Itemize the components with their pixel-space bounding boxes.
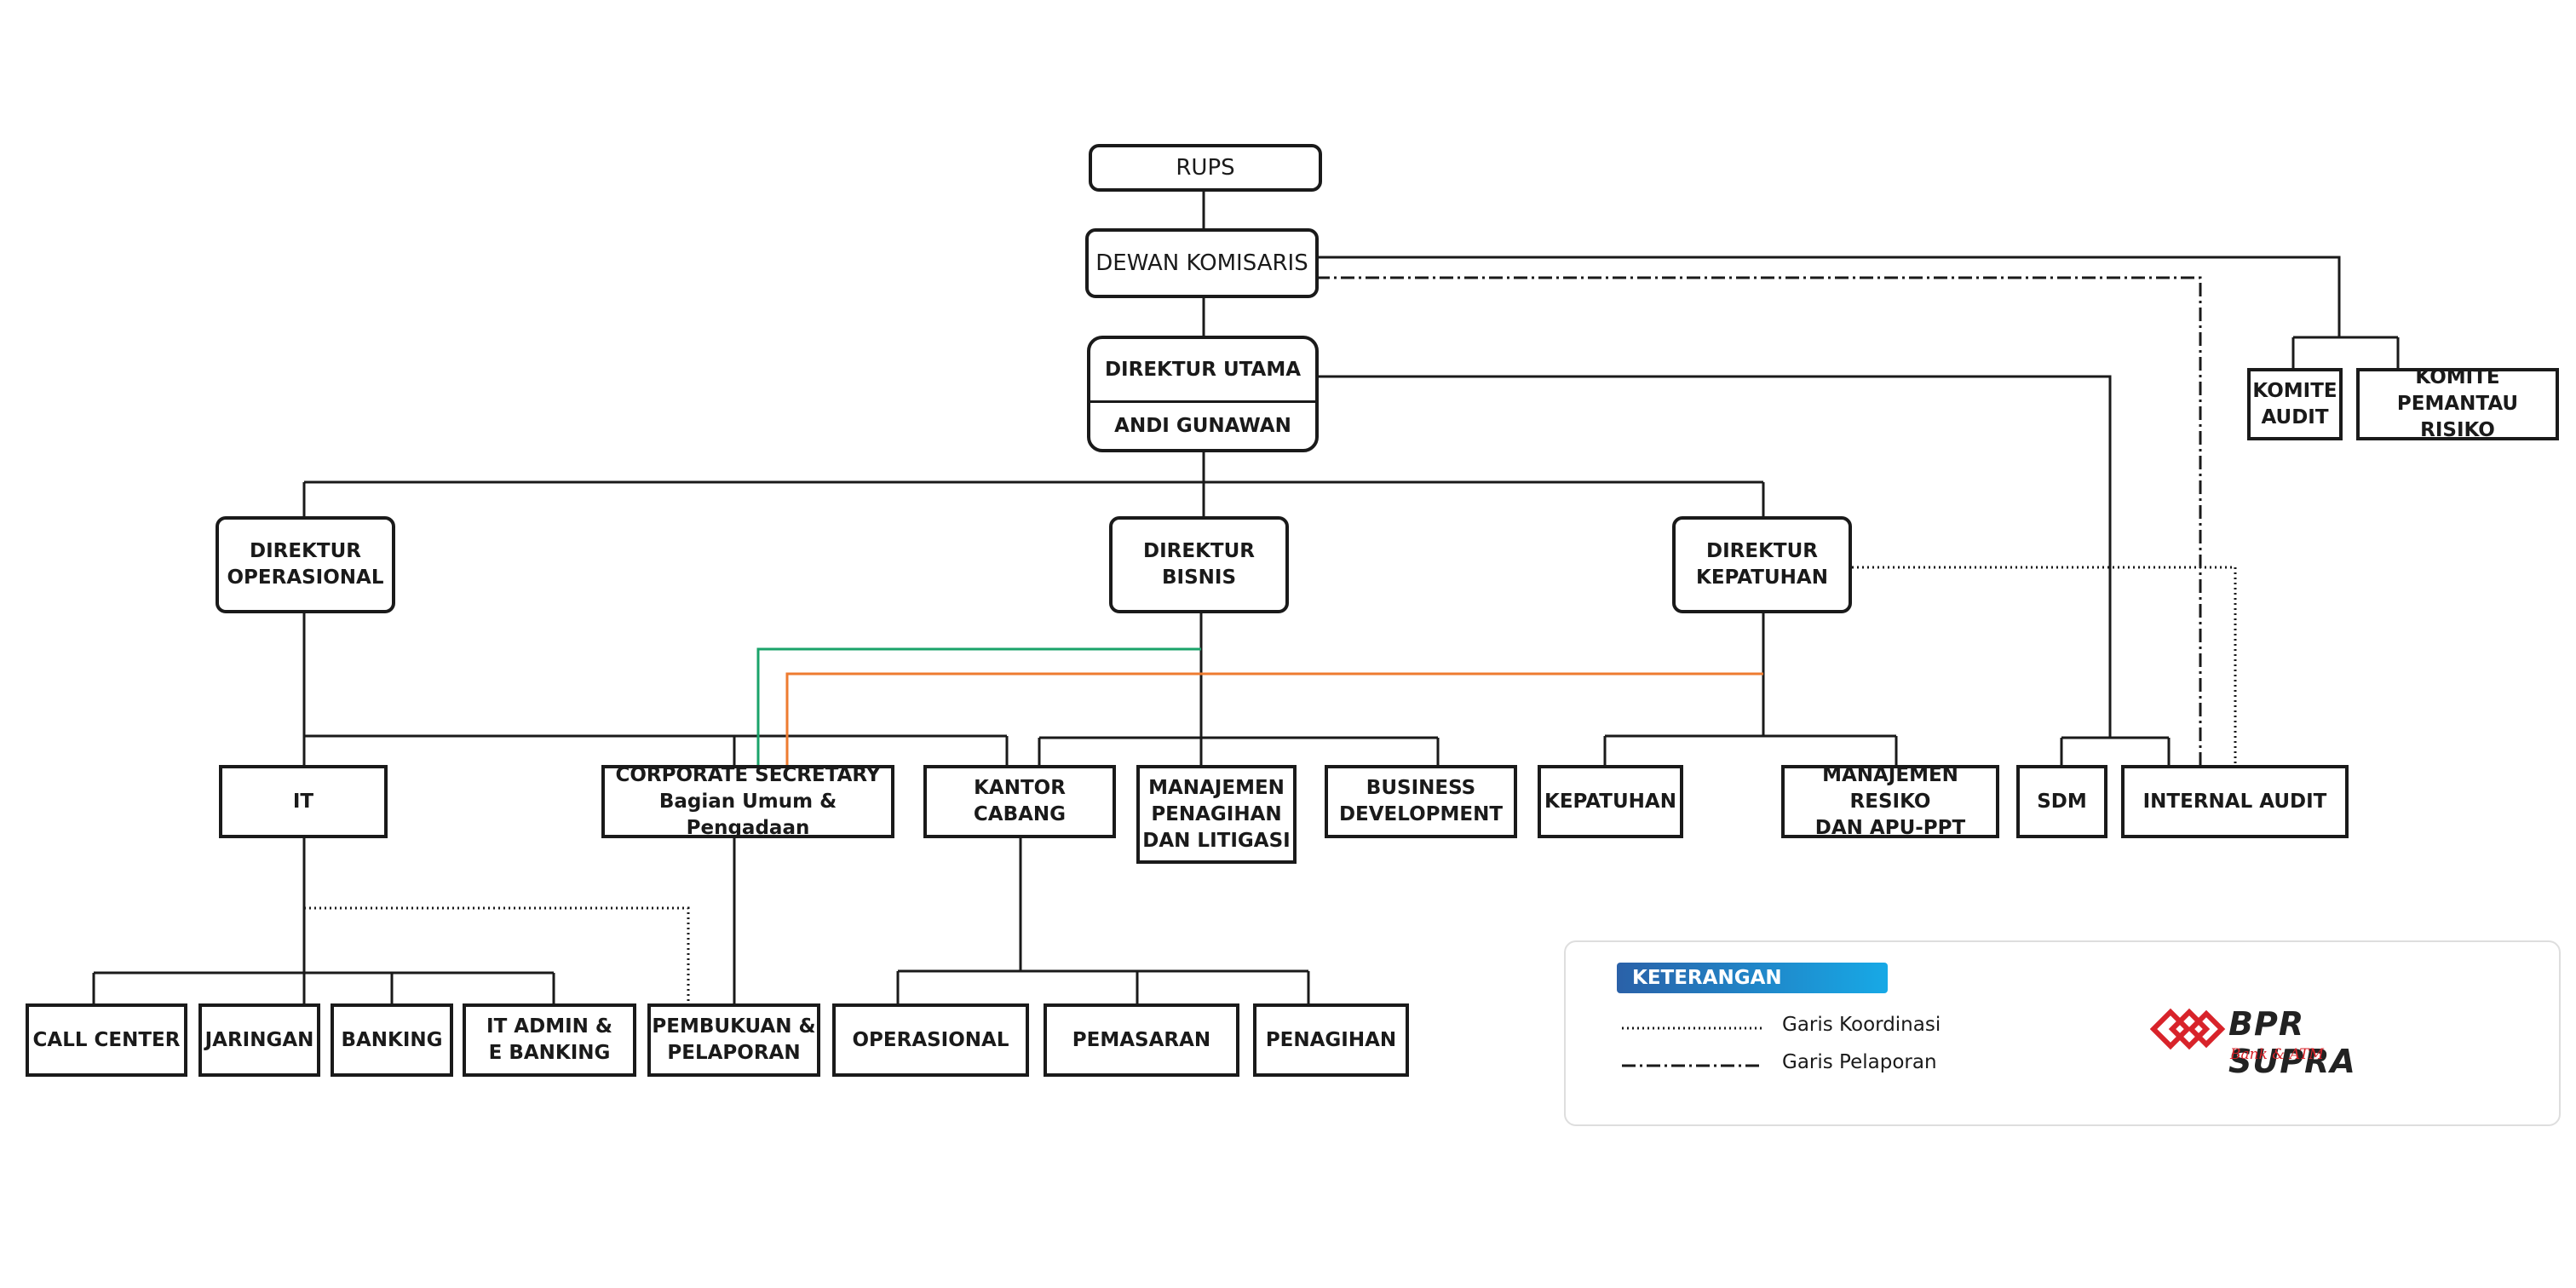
business-development-label: BUSINESS DEVELOPMENT: [1338, 777, 1504, 825]
reporting-line-sample: [1622, 1064, 1762, 1067]
coordination-line-it-pembukuan: [304, 906, 690, 1005]
rups-box: RUPS: [1089, 144, 1322, 192]
legend-panel: KETERANGAN Garis Koordinasi Garis Pelapo…: [1564, 940, 2561, 1126]
business-development-box: BUSINESS DEVELOPMENT: [1325, 765, 1517, 838]
connector-direktur-utama-sdm: [1316, 375, 2112, 738]
call-center-box: CALL CENTER: [26, 1003, 187, 1077]
connector-dewan-komite: [1316, 256, 2341, 337]
sdm-label: SDM: [2037, 790, 2087, 813]
bpr-supra-tagline: Bank & ATM: [2230, 1046, 2324, 1063]
pembukuan-box: PEMBUKUAN & PELAPORAN: [647, 1003, 820, 1077]
bpr-supra-logo-icon: [2150, 1008, 2226, 1050]
pembukuan-label: PEMBUKUAN & PELAPORAN: [652, 1015, 816, 1064]
legend-coordination-label: Garis Koordinasi: [1782, 1014, 1941, 1036]
kepatuhan-box: KEPATUHAN: [1538, 765, 1683, 838]
direktur-bisnis-label: DIREKTUR BISNIS: [1143, 540, 1255, 589]
call-center-label: CALL CENTER: [32, 1028, 181, 1051]
kantor-cabang-box: KANTOR CABANG: [923, 765, 1116, 838]
penagihan-label: PENAGIHAN: [1265, 1028, 1397, 1051]
direktur-kepatuhan-box: DIREKTUR KEPATUHAN: [1672, 516, 1852, 613]
pemasaran-label: PEMASARAN: [1072, 1028, 1211, 1051]
reporting-line-dewan-internal-audit: [1316, 276, 2202, 767]
banking-label: BANKING: [341, 1028, 443, 1051]
orange-link-kepatuhan-corsec: [785, 672, 1763, 767]
connector-bisnis-bus: [1038, 736, 1440, 767]
penagihan-box: PENAGIHAN: [1253, 1003, 1409, 1077]
connector-sdm-bus: [2060, 736, 2171, 767]
komite-audit-label: KOMITE AUDIT: [2252, 379, 2337, 428]
banking-box: BANKING: [331, 1003, 453, 1077]
direktur-utama-name: ANDI GUNAWAN: [1114, 415, 1291, 438]
bpr-supra-logo-text: BPR SUPRA: [2228, 1005, 2356, 1080]
operasional-label: OPERASIONAL: [852, 1028, 1009, 1051]
jaringan-label: JARINGAN: [204, 1028, 314, 1051]
it-label: IT: [292, 790, 314, 813]
bpr-supra-logo: BPR SUPRA Bank & ATM: [2150, 1003, 2431, 1080]
direktur-utama-title: DIREKTUR UTAMA: [1090, 339, 1315, 404]
it-admin-label: IT ADMIN & E BANKING: [486, 1015, 612, 1064]
connector-kantor-cabang-bus: [896, 969, 1310, 1005]
komite-pemantau-risiko-box: KOMITE PEMANTAU RISIKO: [2356, 366, 2559, 441]
komite-pemantau-risiko-label: KOMITE PEMANTAU RISIKO: [2396, 366, 2519, 441]
internal-audit-label: INTERNAL AUDIT: [2142, 790, 2327, 813]
it-admin-box: IT ADMIN & E BANKING: [463, 1003, 636, 1077]
manajemen-penagihan-box: MANAJEMEN PENAGIHAN DAN LITIGASI: [1136, 765, 1297, 864]
direktur-bisnis-box: DIREKTUR BISNIS: [1109, 516, 1289, 613]
green-link-bisnis-corsec: [756, 647, 1201, 767]
direktur-utama-box: DIREKTUR UTAMA ANDI GUNAWAN: [1087, 336, 1319, 452]
legend-title: KETERANGAN: [1617, 963, 1888, 993]
pemasaran-box: PEMASARAN: [1044, 1003, 1239, 1077]
sdm-box: SDM: [2016, 765, 2107, 838]
connector-it-bus: [92, 971, 555, 1005]
rups-label: RUPS: [1176, 154, 1235, 181]
corporate-secretary-label: CORPORATE SECRETARY Bagian Umum & Pengad…: [615, 763, 881, 839]
manajemen-resiko-label: MANAJEMEN RESIKO DAN APU-PPT: [1814, 763, 1966, 839]
manajemen-penagihan-label: MANAJEMEN PENAGIHAN DAN LITIGASI: [1142, 776, 1291, 852]
coordination-line-kepatuhan-internal-audit: [1852, 566, 2237, 767]
operasional-box: OPERASIONAL: [832, 1003, 1029, 1077]
connector-komite-bus: [2291, 336, 2400, 370]
it-box: IT: [219, 765, 388, 838]
manajemen-resiko-box: MANAJEMEN RESIKO DAN APU-PPT: [1781, 764, 1999, 839]
connector-operasional-bus: [302, 734, 1009, 767]
dewan-komisaris-label: DEWAN KOMISARIS: [1095, 250, 1308, 276]
connector-kepatuhan-bus: [1603, 734, 1898, 767]
legend-reporting-label: Garis Pelaporan: [1782, 1051, 1937, 1073]
dewan-komisaris-box: DEWAN KOMISARIS: [1085, 228, 1319, 298]
komite-audit-box: KOMITE AUDIT: [2247, 368, 2343, 440]
jaringan-box: JARINGAN: [198, 1003, 320, 1077]
internal-audit-box: INTERNAL AUDIT: [2121, 765, 2349, 838]
coordination-line-sample: [1622, 1026, 1762, 1030]
kantor-cabang-label: KANTOR CABANG: [973, 777, 1067, 825]
kepatuhan-label: KEPATUHAN: [1544, 790, 1676, 813]
direktur-kepatuhan-label: DIREKTUR KEPATUHAN: [1696, 540, 1828, 589]
direktur-operasional-box: DIREKTUR OPERASIONAL: [216, 516, 395, 613]
corporate-secretary-box: CORPORATE SECRETARY Bagian Umum & Pengad…: [601, 764, 894, 839]
direktur-operasional-label: DIREKTUR OPERASIONAL: [227, 540, 384, 589]
